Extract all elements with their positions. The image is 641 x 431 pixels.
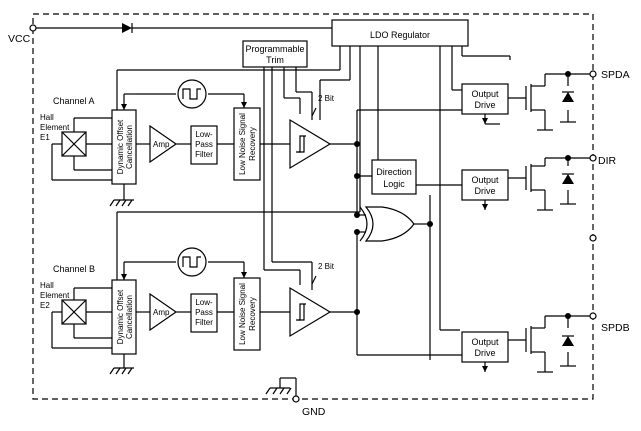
dynamic-offset-b-line2: Cancellation [125, 295, 134, 339]
recovery-b-line2: Recovery [248, 297, 257, 331]
hall-element-e1-line2: Element [40, 123, 70, 132]
dir-pin [589, 154, 597, 162]
output-drive-spda [461, 83, 509, 115]
comparator-a [289, 118, 332, 170]
trim-bits-a-label: 2 Bit [318, 94, 335, 103]
filter-a-line3: Filter [195, 150, 213, 159]
low-pass-filter-a [190, 125, 218, 165]
output-transistor-spdb [508, 315, 593, 372]
amp-a-label: Amp [153, 140, 170, 149]
output-transistor-dir [508, 157, 593, 210]
programmable-trim-label-line2: Trim [266, 55, 284, 65]
clock-b-icon [177, 247, 207, 277]
gnd-symbol [265, 377, 297, 399]
vcc-pin [29, 24, 37, 32]
channel-b-title: Channel B [53, 264, 95, 274]
low-noise-signal-recovery-b [233, 277, 261, 351]
recovery-a-line2: Recovery [248, 127, 257, 161]
ldo-regulator-label: LDO Regulator [370, 30, 430, 40]
vcc-rail [33, 23, 332, 33]
dynamic-offset-cancellation-b [111, 279, 137, 355]
spdb-pin [589, 312, 597, 320]
programmable-trim-block [242, 40, 308, 68]
direction-logic-line2: Logic [383, 179, 405, 189]
output-drive-spdb-line1: Output [471, 337, 499, 347]
hall-element-e2-line1: Hall [40, 281, 54, 290]
zener-spda [562, 92, 574, 102]
hall-e1-wires [51, 117, 112, 181]
output-drive-dir [461, 169, 509, 201]
ldo-regulator-block [331, 19, 469, 47]
dynamic-offset-a-line2: Cancellation [125, 125, 134, 169]
ground-symbol-a [109, 199, 134, 207]
dynamic-offset-b-line1: Dynamic Offset [116, 289, 125, 344]
ground-symbol-b [109, 367, 134, 375]
dir-label: DIR [598, 155, 617, 167]
output-drive-spda-line2: Drive [474, 100, 495, 110]
filter-a-line2: Pass [195, 140, 213, 149]
output-drive-dir-line1: Output [471, 175, 499, 185]
recovery-b-line1: Low Noise Signal [238, 283, 247, 345]
direction-logic-line1: Direction [376, 167, 412, 177]
filter-b-line1: Low- [195, 298, 213, 307]
clock-a-icon [177, 79, 207, 109]
channel-a-title: Channel A [53, 96, 95, 106]
dynamic-offset-a-line1: Dynamic Offset [116, 119, 125, 174]
comparator-b [289, 286, 332, 338]
recovery-a-line1: Low Noise Signal [238, 113, 247, 175]
xor-gate [364, 206, 415, 242]
vcc-label: VCC [8, 33, 31, 45]
output-drive-dir-line2: Drive [474, 186, 495, 196]
ground-spdb [537, 365, 576, 373]
filter-b-line3: Filter [195, 318, 213, 327]
zener-dir [562, 174, 574, 184]
low-noise-signal-recovery-a [233, 107, 261, 181]
spdb-label: SPDB [601, 322, 630, 334]
amp-b-label: Amp [153, 308, 170, 317]
ground-spda [537, 121, 576, 131]
spda-pin [589, 70, 597, 78]
spda-label: SPDA [601, 69, 630, 81]
ldo-supply-wires [116, 46, 511, 331]
filter-a-line1: Low- [195, 130, 213, 139]
output-drive-spdb-line2: Drive [474, 348, 495, 358]
output-transistor-spda [508, 73, 593, 130]
trim-control-wires [263, 67, 313, 290]
trim-bits-b-label: 2 Bit [318, 262, 335, 271]
gnd-pin [292, 395, 300, 403]
chip-boundary [32, 13, 594, 400]
ground-dir [537, 203, 576, 211]
hall-element-e1-line3: E1 [40, 133, 50, 142]
filter-b-line2: Pass [195, 308, 213, 317]
hall-element-e2-line2: Element [40, 291, 70, 300]
hall-e2-wires [51, 287, 112, 349]
hall-element-e2-line3: E2 [40, 301, 50, 310]
zener-spdb [562, 336, 574, 346]
nc-pin [589, 234, 597, 242]
hall-element-e1-line1: Hall [40, 113, 54, 122]
low-pass-filter-b [190, 293, 218, 333]
programmable-trim-label-line1: Programmable [245, 44, 304, 54]
direction-logic-block [371, 159, 417, 195]
output-drive-spda-line1: Output [471, 89, 499, 99]
gnd-label: GND [302, 406, 326, 418]
